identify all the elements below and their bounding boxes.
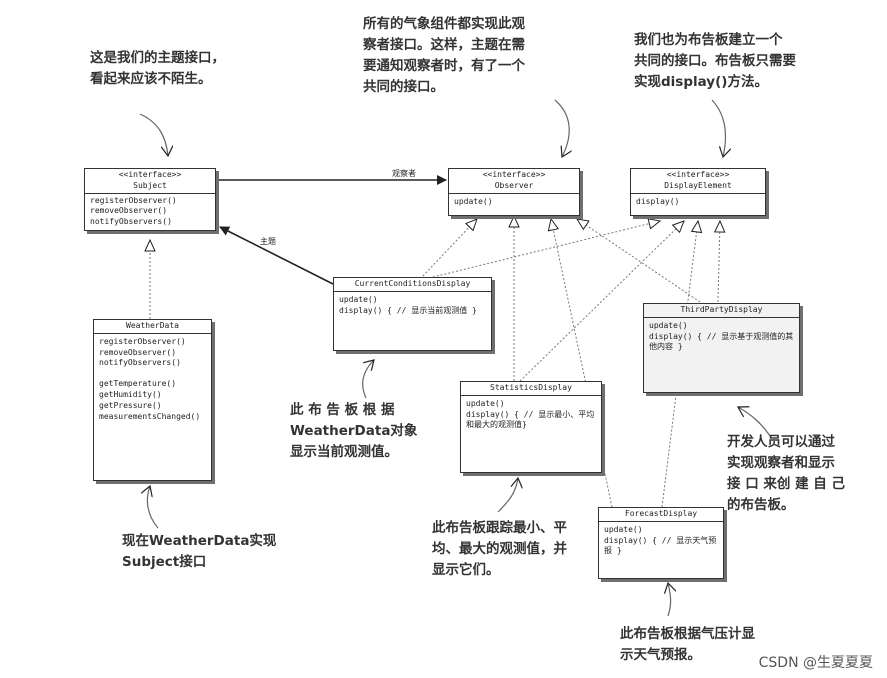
method-update: update() bbox=[604, 524, 643, 534]
method-register-observer: registerObserver() bbox=[99, 336, 186, 346]
method-display: display() { // 显示基于观测值的其他内容 } bbox=[649, 331, 794, 352]
stereotype-label: <<interface>> bbox=[482, 170, 546, 179]
pointer-third-note bbox=[738, 407, 771, 437]
class-name: StatisticsDisplay bbox=[461, 382, 601, 396]
method-get-pressure: getPressure() bbox=[99, 400, 162, 410]
method-measurements-changed: measurementsChanged() bbox=[99, 411, 201, 421]
note-observer-interface: 所有的气象组件都实现此观 察者接口。这样，主题在需 要通知观察者时，有了一个 共… bbox=[363, 14, 525, 98]
note-line: 显示它们。 bbox=[432, 561, 500, 578]
display-element-interface-box: <<interface>> DisplayElement display() bbox=[630, 168, 766, 216]
statistics-display-box: StatisticsDisplay update() display() { /… bbox=[460, 381, 602, 473]
method-update: update() bbox=[339, 294, 378, 304]
note-line: 这是我们的主题接口， bbox=[90, 50, 225, 66]
realization-third-display bbox=[718, 221, 720, 303]
note-line: 此布告板跟踪最小、平 bbox=[432, 520, 567, 536]
method-remove-observer: removeObserver() bbox=[90, 206, 168, 216]
note-line: 所有的气象组件都实现此观 bbox=[363, 16, 525, 32]
class-name: Observer bbox=[494, 180, 534, 190]
note-line: 共同的接口。布告板只需要 bbox=[634, 52, 796, 69]
note-line: 察者接口。这样，主题在需 bbox=[363, 36, 525, 53]
class-name: CurrentConditionsDisplay bbox=[334, 278, 491, 292]
note-line: WeatherData对象 bbox=[290, 422, 418, 439]
class-name: ForecastDisplay bbox=[599, 508, 723, 522]
pointer-forecast-note bbox=[668, 583, 671, 617]
forecast-display-box: ForecastDisplay update() display() { // … bbox=[598, 507, 724, 579]
weather-data-class-box: WeatherData registerObserver() removeObs… bbox=[93, 319, 212, 481]
subject-header: <<interface>> Subject bbox=[85, 169, 215, 194]
method-get-humidity: getHumidity() bbox=[99, 389, 162, 399]
edge-label-subject: 主题 bbox=[260, 237, 276, 246]
method-display: display() { // 显示天气预报 } bbox=[604, 535, 717, 556]
watermark: CSDN @生夏夏夏 bbox=[758, 655, 873, 671]
class-name: WeatherData bbox=[94, 320, 211, 334]
method-update: update() bbox=[466, 398, 505, 408]
pointer-display-note bbox=[711, 99, 725, 157]
note-current-conditions: 此 布 告 板 根 据 WeatherData对象 显示当前观测值。 bbox=[290, 400, 417, 463]
edge-label-observers: 观察者 bbox=[392, 169, 416, 178]
method-register-observer: registerObserver() bbox=[90, 195, 177, 205]
note-subject-interface: 这是我们的主题接口， 看起来应该不陌生。 bbox=[90, 48, 225, 90]
note-line: 均、最大的观测值，并 bbox=[432, 540, 567, 557]
method-display: display() bbox=[636, 196, 680, 206]
note-forecast: 此布告板根据气压计显 示天气预报。 bbox=[620, 624, 755, 666]
method-display: display() { // 显示最小、平均和最大的观测值} bbox=[466, 409, 595, 430]
note-statistics: 此布告板跟踪最小、平 均、最大的观测值，并 显示它们。 bbox=[432, 518, 567, 581]
note-line: 实现观察者和显示 bbox=[727, 454, 835, 471]
realization-current-display bbox=[424, 221, 660, 280]
note-line: 实现display()方法。 bbox=[634, 73, 768, 90]
note-line: 我们也为布告板建立一个 bbox=[634, 32, 783, 48]
class-name: ThirdPartyDisplay bbox=[644, 304, 799, 318]
method-notify-observers: notifyObservers() bbox=[90, 217, 172, 227]
pointer-current-note bbox=[362, 360, 374, 399]
note-weather-data: 现在WeatherData实现 Subject接口 bbox=[122, 531, 276, 573]
note-line: 此 布 告 板 根 据 bbox=[290, 402, 395, 418]
stereotype-label: <<interface>> bbox=[118, 170, 182, 179]
note-line: 要通知观察者时，有了一个 bbox=[363, 57, 525, 74]
method-update: update() bbox=[454, 196, 493, 206]
note-line: 共同的接口。 bbox=[363, 78, 444, 95]
stereotype-label: <<interface>> bbox=[666, 170, 730, 179]
third-party-display-box: ThirdPartyDisplay update() display() { /… bbox=[643, 303, 800, 393]
note-line: 此布告板根据气压计显 bbox=[620, 626, 755, 642]
method-update: update() bbox=[649, 320, 688, 330]
class-name: Subject bbox=[133, 180, 167, 190]
note-line: 示天气预报。 bbox=[620, 646, 701, 663]
association-display-subject bbox=[219, 226, 334, 285]
method-notify-observers: notifyObservers() bbox=[99, 358, 181, 368]
display-element-header: <<interface>> DisplayElement bbox=[631, 169, 765, 194]
method-remove-observer: removeObserver() bbox=[99, 347, 177, 357]
note-line: 看起来应该不陌生。 bbox=[90, 70, 212, 87]
observer-header: <<interface>> Observer bbox=[449, 169, 579, 194]
method-get-temperature: getTemperature() bbox=[99, 379, 177, 389]
note-line: 显示当前观测值。 bbox=[290, 443, 398, 460]
pointer-statistics-note bbox=[497, 478, 518, 513]
note-line: 接 口 来创 建 自 己 bbox=[727, 475, 845, 492]
observer-interface-box: <<interface>> Observer update() bbox=[448, 168, 580, 216]
note-line: Subject接口 bbox=[122, 553, 207, 570]
note-line: 开发人员可以通过 bbox=[727, 434, 835, 450]
class-name: DisplayElement bbox=[664, 180, 732, 190]
pointer-weatherdata-note bbox=[147, 486, 159, 529]
current-conditions-display-box: CurrentConditionsDisplay update() displa… bbox=[333, 277, 492, 351]
pointer-observer-note bbox=[554, 99, 569, 157]
method-display: display() { // 显示当前观测值 } bbox=[339, 305, 477, 315]
pointer-subject-note bbox=[139, 113, 168, 156]
realization-third-observer bbox=[577, 219, 701, 303]
realization-current-observer bbox=[419, 219, 477, 280]
note-line: 现在WeatherData实现 bbox=[122, 533, 277, 549]
note-line: 的布告板。 bbox=[727, 496, 795, 513]
subject-interface-box: <<interface>> Subject registerObserver()… bbox=[84, 168, 216, 231]
note-display-interface: 我们也为布告板建立一个 共同的接口。布告板只需要 实现display()方法。 bbox=[634, 30, 796, 93]
note-third-party: 开发人员可以通过 实现观察者和显示 接 口 来创 建 自 己 的布告板。 bbox=[727, 432, 845, 516]
